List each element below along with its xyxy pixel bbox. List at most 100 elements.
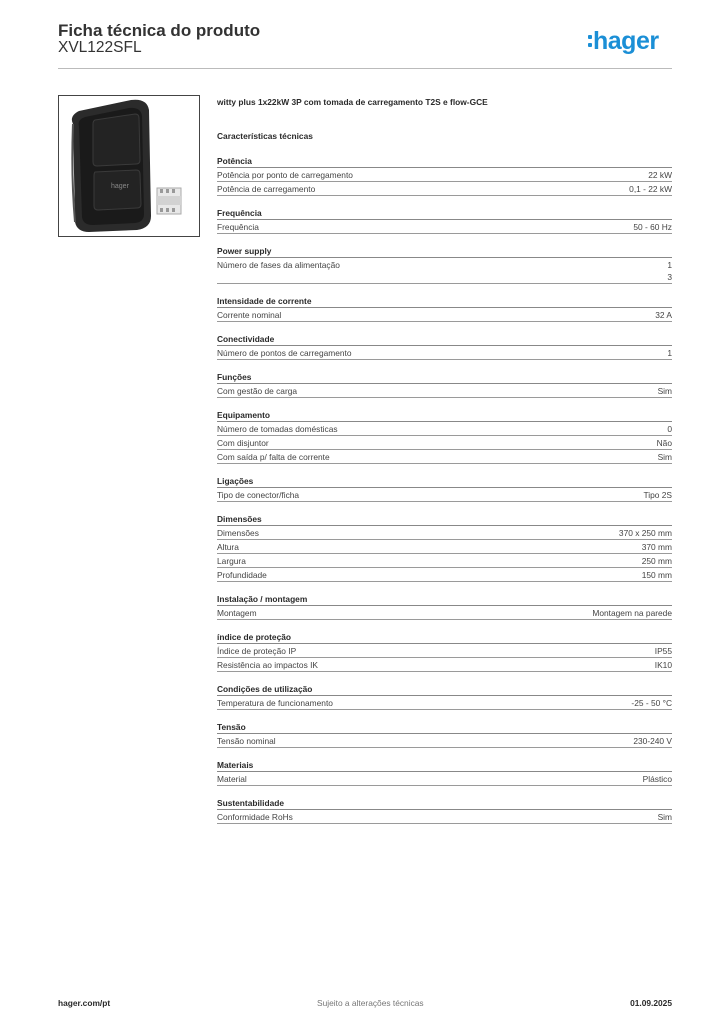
spec-group-title: Frequência xyxy=(217,208,672,220)
spec-label: Altura xyxy=(217,542,239,552)
spec-value-line: Tipo 2S xyxy=(643,490,672,500)
spec-value: Sim xyxy=(658,451,672,463)
spec-label: Tipo de conector/ficha xyxy=(217,490,300,500)
spec-group-title: Sustentabilidade xyxy=(217,798,672,810)
spec-value: IK10 xyxy=(655,659,672,671)
spec-label: Temperatura de funcionamento xyxy=(217,698,333,708)
spec-value: Não xyxy=(657,437,672,449)
spec-label: Largura xyxy=(217,556,246,566)
spec-row: Material Plástico xyxy=(217,772,672,786)
spec-group-title: Intensidade de corrente xyxy=(217,296,672,308)
product-image: hager xyxy=(58,95,200,237)
spec-value-line: 230-240 V xyxy=(633,736,672,746)
spec-label: Tensão nominal xyxy=(217,736,276,746)
spec-value-line: Sim xyxy=(657,812,672,822)
spec-label: Material xyxy=(217,774,247,784)
header-divider xyxy=(58,68,672,69)
spec-value: 0 xyxy=(667,423,672,435)
spec-row: Largura 250 mm xyxy=(217,554,672,568)
spec-value-line: 150 mm xyxy=(641,570,672,580)
spec-row: Altura 370 mm xyxy=(217,540,672,554)
spec-value-line: 250 mm xyxy=(641,556,672,566)
spec-value-line: 370 x 250 mm xyxy=(618,528,672,538)
spec-label: Com saída p/ falta de corrente xyxy=(217,452,330,462)
spec-label: Dimensões xyxy=(217,528,259,538)
spec-content: witty plus 1x22kW 3P com tomada de carre… xyxy=(217,96,672,824)
spec-label: Montagem xyxy=(217,608,257,618)
spec-value: 370 x 250 mm xyxy=(619,527,672,539)
page-title: Ficha técnica do produto xyxy=(58,21,261,40)
spec-group-title: Potência xyxy=(217,156,672,168)
spec-value: Montagem na parede xyxy=(592,607,672,619)
spec-label: Resistência ao impactos IK xyxy=(217,660,319,670)
spec-label: Com disjuntor xyxy=(217,438,269,448)
product-description: witty plus 1x22kW 3P com tomada de carre… xyxy=(217,97,488,107)
spec-label: Com gestão de carga xyxy=(217,386,298,396)
spec-value: 150 mm xyxy=(642,569,672,581)
spec-row: Índice de proteção IP IP55 xyxy=(217,644,672,658)
spec-label: Conformidade RoHs xyxy=(217,812,293,822)
spec-row: Com gestão de carga Sim xyxy=(217,384,672,398)
spec-row: Tipo de conector/ficha Tipo 2S xyxy=(217,488,672,502)
spec-value: 22 kW xyxy=(648,169,672,181)
spec-group-title: Condições de utilização xyxy=(217,684,672,696)
spec-value: 250 mm xyxy=(642,555,672,567)
spec-row: Número de tomadas domésticas 0 xyxy=(217,422,672,436)
spec-value-line: Plástico xyxy=(642,774,672,784)
footer-website: hager.com/pt xyxy=(58,998,111,1008)
spec-value: Plástico xyxy=(643,773,672,785)
spec-group-title: Conectividade xyxy=(217,334,672,346)
spec-value: 370 mm xyxy=(642,541,672,553)
spec-group-title: Tensão xyxy=(217,722,672,734)
spec-label: Corrente nominal xyxy=(217,310,282,320)
footer-date: 01.09.2025 xyxy=(630,998,672,1008)
spec-value: 0,1 - 22 kW xyxy=(629,183,672,195)
hager-logo: hager xyxy=(588,27,659,56)
section-title: Características técnicas xyxy=(217,131,313,141)
spec-row: Conformidade RoHs Sim xyxy=(217,810,672,824)
spec-value-line: Montagem na parede xyxy=(592,608,672,618)
spec-group-title: Equipamento xyxy=(217,410,672,422)
spec-group-title: Funções xyxy=(217,372,672,384)
spec-value: Sim xyxy=(658,811,672,823)
spec-value: 230-240 V xyxy=(633,735,672,747)
spec-value-line: 370 mm xyxy=(641,542,672,552)
spec-value-line: 0,1 - 22 kW xyxy=(629,184,672,194)
spec-value: -25 - 50 °C xyxy=(631,697,672,709)
spec-value-line: 3 xyxy=(667,272,672,282)
spec-label: Índice de proteção IP xyxy=(217,646,297,656)
spec-row: Frequência 50 - 60 Hz xyxy=(217,220,672,234)
spec-label: Frequência xyxy=(217,222,259,232)
ev-charger-icon: hager xyxy=(71,99,182,232)
spec-value-line: Sim xyxy=(657,452,672,462)
spec-row: Com saída p/ falta de corrente Sim xyxy=(217,450,672,464)
spec-group-title: índice de proteção xyxy=(217,632,672,644)
spec-group-title: Dimensões xyxy=(217,514,672,526)
spec-row: Tensão nominal 230-240 V xyxy=(217,734,672,748)
spec-value-line: Sim xyxy=(657,386,672,396)
spec-value: 50 - 60 Hz xyxy=(633,221,672,233)
spec-group-title: Instalação / montagem xyxy=(217,594,672,606)
spec-label: Número de pontos de carregamento xyxy=(217,348,352,358)
logo-dots-icon xyxy=(588,35,592,48)
spec-value: Sim xyxy=(658,385,672,397)
spec-group-title: Power supply xyxy=(217,246,672,258)
spec-label: Número de tomadas domésticas xyxy=(217,424,338,434)
charger-brand-label: hager xyxy=(111,183,130,190)
spec-value-line: IP55 xyxy=(654,646,672,656)
spec-value: IP55 xyxy=(655,645,672,657)
